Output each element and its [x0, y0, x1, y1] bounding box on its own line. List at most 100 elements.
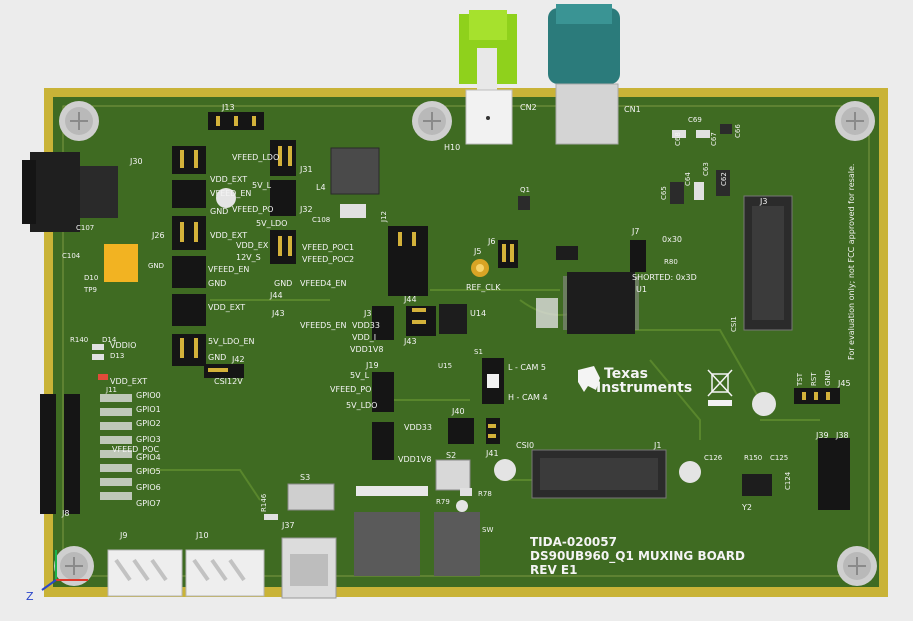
label-c108: C108: [312, 216, 330, 224]
switch-sw-2: [434, 512, 480, 576]
label-5v-ldo-en: 5V_LDO_EN: [208, 337, 255, 346]
label-j1: J1: [653, 441, 661, 450]
label-j40: J40: [451, 407, 465, 416]
label-s3: S3: [300, 473, 310, 482]
label-r79: R79: [436, 498, 450, 506]
smd-components: [92, 124, 732, 520]
capacitor-yellow: [104, 244, 138, 282]
fcc-disclaimer: For evaluation only; not FCC approved fo…: [847, 164, 856, 360]
label-c66: C66: [734, 124, 742, 138]
label-c62: C62: [720, 172, 728, 186]
switch-s3: [287, 483, 335, 511]
label-j13: J13: [221, 103, 235, 112]
via-hole-set: [216, 188, 776, 512]
label-h10: H10: [444, 143, 460, 152]
label-c65: C65: [660, 186, 668, 200]
label-r150: R150: [744, 454, 762, 462]
label-shorted: SHORTED: 0x3D: [632, 273, 697, 282]
gold-pins: [180, 116, 830, 438]
label-q1: Q1: [520, 186, 530, 194]
label-j12: J12: [380, 211, 388, 223]
label-j26: J26: [151, 231, 165, 240]
connector-j3-csi1: [743, 195, 793, 331]
label-j43a: J43: [271, 309, 285, 318]
label-rst: RST: [810, 372, 818, 386]
label-gpio2: GPIO2: [136, 419, 161, 428]
mounting-hole-bl: [54, 546, 94, 586]
label-j3: J3: [759, 197, 767, 206]
label-gpio7: GPIO7: [136, 499, 161, 508]
label-j8: J8: [61, 509, 69, 518]
ti-brand-line1: Texas: [604, 366, 648, 382]
label-j3a: J3: [363, 309, 371, 318]
label-gnd-6: GND: [824, 370, 832, 386]
label-j6: J6: [487, 237, 495, 246]
axis-z-label: Z: [26, 590, 34, 603]
label-vfeed-poc1: VFEED_POC1: [302, 243, 354, 252]
label-c126: C126: [704, 454, 723, 462]
mounting-hole-tm: [412, 101, 452, 141]
label-d13: D13: [110, 352, 124, 360]
label-r146: R146: [260, 493, 268, 512]
label-u1: U1: [636, 285, 647, 294]
ic-small: [556, 246, 578, 260]
label-5v-l: 5V_L: [252, 181, 272, 190]
label-vfeed-en-2: VFEED_EN: [208, 265, 249, 274]
label-gpio1: GPIO1: [136, 405, 161, 414]
label-j44a: J44: [269, 291, 283, 300]
axis-triad-icon: [41, 550, 88, 591]
label-j43b: J43: [403, 337, 417, 346]
crystal-y2: [742, 474, 772, 496]
label-vfeed-po-2: VFEED_PO: [330, 385, 371, 394]
connector-j10: [185, 549, 265, 597]
label-vdd1v8a: VDD1V8: [350, 345, 383, 354]
switch-s2: [435, 459, 471, 491]
label-j9: J9: [119, 531, 127, 540]
label-vdd-ext-1: VDD_EXT: [210, 175, 247, 184]
connector-j1-csi0: [531, 449, 667, 499]
label-c125: C125: [770, 454, 788, 462]
mounting-hole-tl: [59, 101, 99, 141]
label-j11: J11: [105, 386, 117, 394]
ic-u1: [563, 272, 639, 334]
weee-bin-icon: [707, 369, 733, 397]
label-cam5: L - CAM 5: [508, 363, 546, 372]
label-vfeed-en-1: VFEED_EN: [210, 189, 251, 198]
label-r78: R78: [478, 490, 492, 498]
board-title-line2: DS90UB960_Q1 MUXING BOARD: [530, 549, 745, 564]
label-gpio4: GPIO4: [136, 453, 161, 462]
label-5v-ldo-1: 5V_LDO: [256, 219, 287, 228]
label-c107: C107: [76, 224, 94, 232]
label-j10: J10: [195, 531, 209, 540]
label-gnd-2: GND: [208, 279, 226, 288]
label-u15: U15: [438, 362, 452, 370]
label-gpio3: GPIO3: [136, 435, 161, 444]
label-j37: J37: [281, 521, 295, 530]
label-csi1: CSI1: [730, 316, 738, 332]
label-j44b: J44: [403, 295, 417, 304]
barrel-jack-j30: [22, 152, 118, 232]
label-c67: C67: [710, 132, 718, 146]
label-j5: J5: [473, 247, 481, 256]
label-s2: S2: [446, 451, 456, 460]
label-c69: C69: [688, 116, 702, 124]
label-sw: SW: [482, 526, 493, 534]
mounting-hole-tr: [835, 101, 875, 141]
label-j31: J31: [299, 165, 313, 174]
label-vdd-ext-2: VDD_EXT: [210, 231, 247, 240]
label-c64: C64: [684, 172, 692, 186]
label-r140: R140: [70, 336, 88, 344]
label-tp9: TP9: [83, 286, 97, 294]
label-vfeed-po: VFEED_PO: [232, 205, 273, 214]
label-j41: J41: [485, 449, 499, 458]
label-j42: J42: [231, 355, 245, 364]
label-gpio6: GPIO6: [136, 483, 161, 492]
board-title-line3: REV E1: [530, 563, 577, 577]
label-gpio5: GPIO5: [136, 467, 161, 476]
label-c124: C124: [784, 471, 792, 490]
label-gnd-1: GND: [210, 207, 228, 216]
label-j19: J19: [365, 361, 379, 370]
label-vddio: VDDIO: [110, 341, 136, 350]
